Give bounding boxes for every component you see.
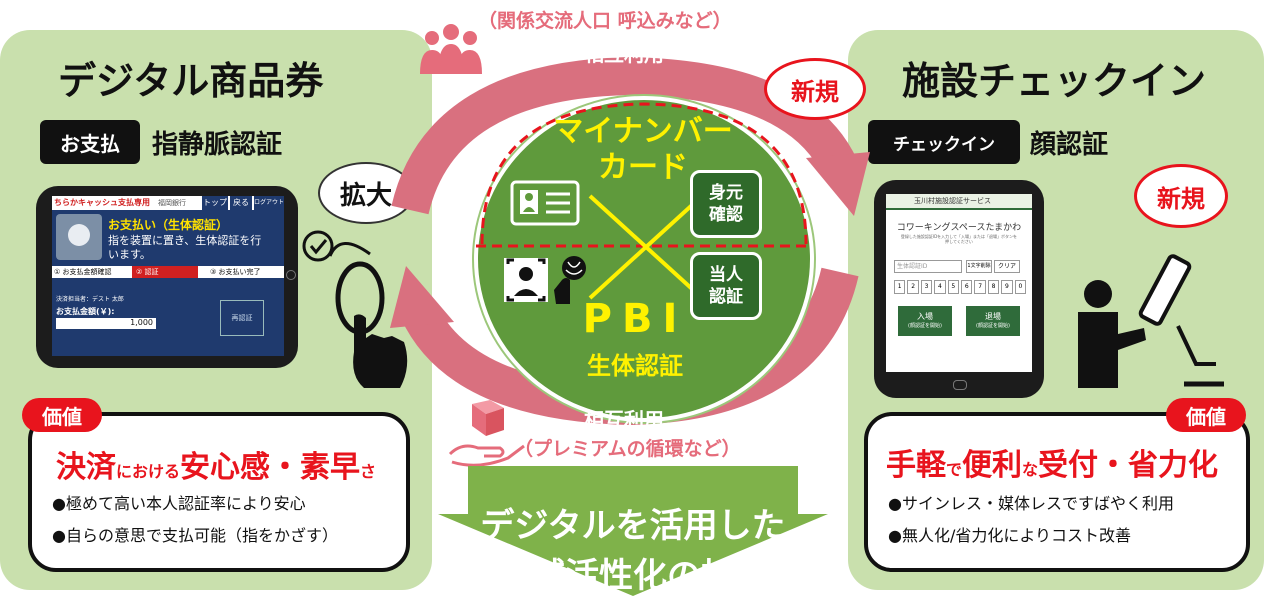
exit-button[interactable]: 退場 (顔認証を開始) xyxy=(966,306,1020,336)
right-title: 施設チェックイン xyxy=(902,59,1207,103)
checkin-tablet: 玉川村施設認証サービス コワーキングスペースたまかわ 登録した施設認証IDを入力… xyxy=(874,180,1044,398)
amount-label: お支払金額(￥): xyxy=(56,307,115,316)
panel-title: お支払い（生体認証） xyxy=(108,218,229,232)
delete-char-button[interactable]: 1文字削除 xyxy=(966,260,992,273)
person-auth-label: 当人認証 xyxy=(709,265,743,307)
right-auth-label: 顔認証 xyxy=(1030,130,1109,160)
tablet-home-button[interactable] xyxy=(286,270,296,280)
key-5[interactable]: 5 xyxy=(947,280,960,294)
checkin-note: 登録した施設認証IDを入力して「入場」または「退場」ボタンを押してください xyxy=(900,234,1018,244)
right-headline: 手軽で便利な受付・省力化 xyxy=(886,448,1219,483)
right-value-pill: 価値 xyxy=(1166,398,1246,432)
checkin-screen: 玉川村施設認証サービス コワーキングスペースたまかわ 登録した施設認証IDを入力… xyxy=(886,194,1032,372)
screen-header-text: ちらかキャッシュ支払専用 xyxy=(54,198,150,207)
user-line: 決済担当者：デスト 太郎 xyxy=(56,296,124,303)
step-1: ① お支払金額確認 xyxy=(54,268,112,276)
key-7[interactable]: 7 xyxy=(974,280,986,294)
id-input[interactable]: 生体認証ID xyxy=(894,260,962,273)
retry-button[interactable]: 再認証 xyxy=(220,300,264,336)
key-4[interactable]: 4 xyxy=(934,280,946,294)
down-arrow-banner xyxy=(438,466,828,596)
top-sub-note: （関係交流人口 呼込みなど） xyxy=(478,10,732,32)
expand-bubble-label: 拡大 xyxy=(339,180,392,211)
right-new-bubble: 新規 xyxy=(1134,164,1228,228)
circle-divider xyxy=(476,102,812,300)
left-chip: お支払 xyxy=(40,120,140,164)
key-8[interactable]: 8 xyxy=(987,280,1000,294)
key-0[interactable]: 0 xyxy=(1014,280,1027,294)
step-3: ③ お支払い完了 xyxy=(210,268,261,276)
key-2[interactable]: 2 xyxy=(907,280,919,294)
nav-top-button[interactable]: トップ xyxy=(202,196,228,210)
nav-back-button[interactable]: 戻る xyxy=(230,196,252,210)
top-mutual-use: 相互利用 xyxy=(584,42,664,66)
left-title: デジタル商品券 xyxy=(58,59,324,103)
person-auth-box: 当人認証 xyxy=(690,252,762,320)
footer-line2: 地域活性化の加速 xyxy=(497,556,769,596)
screen-brand: 福岡銀行 xyxy=(158,199,186,207)
gift-box-hand-icon xyxy=(448,400,525,467)
amount-value: 1,000 xyxy=(130,318,153,327)
left-value-pill: 価値 xyxy=(22,398,102,432)
pbi-label: PBI xyxy=(582,296,688,342)
enter-button[interactable]: 入場 (顔認証を開始) xyxy=(898,306,952,336)
id-card-icon xyxy=(510,180,580,226)
amount-field: 1,000 xyxy=(56,318,156,329)
bio-auth-label: 生体認証 xyxy=(587,352,683,380)
mynumber-line2: カード xyxy=(598,150,688,185)
step-bar: ① お支払金額確認 ② 認証 ③ お支払い完了 xyxy=(52,266,284,278)
exit-sub: (顔認証を開始) xyxy=(976,323,1010,329)
footer-line1: デジタルを活用した xyxy=(480,506,786,546)
right-chip: チェックイン xyxy=(868,120,1020,164)
left-bullet-1: ●極めて高い本人認証率により安心 xyxy=(52,494,306,513)
left-auth-label: 指静脈認証 xyxy=(152,130,283,160)
step-2: ② 認証 xyxy=(132,266,198,278)
key-6[interactable]: 6 xyxy=(961,280,973,294)
key-9[interactable]: 9 xyxy=(1001,280,1013,294)
enter-sub: (顔認証を開始) xyxy=(908,323,942,329)
people-group-icon xyxy=(420,24,482,74)
finger-photo xyxy=(56,214,102,260)
checkin-title: コワーキングスペースたまかわ xyxy=(896,223,1022,233)
payment-tablet: ちらかキャッシュ支払専用 福岡銀行 トップ 戻る ログアウト お支払い（生体認証… xyxy=(36,186,298,368)
right-new-label: 新規 xyxy=(1157,184,1205,213)
bottom-sub-note: （プレミアムの循環など） xyxy=(514,438,741,460)
panel-instruction: 指を装置に置き、生体認証を行います。 xyxy=(108,234,262,261)
right-value-box xyxy=(864,412,1250,572)
checkin-home-button[interactable] xyxy=(953,380,967,390)
enter-label: 入場 xyxy=(917,312,933,321)
face-and-finger-scan-icon xyxy=(504,256,586,304)
left-value-box xyxy=(28,412,410,572)
checkin-header: 玉川村施設認証サービス xyxy=(886,194,1032,210)
exit-label: 退場 xyxy=(985,312,1001,321)
center-new-bubble: 新規 xyxy=(764,58,866,120)
keypad: 1 2 3 4 5 6 7 8 9 0 xyxy=(894,280,1027,294)
payment-screen: ちらかキャッシュ支払専用 福岡銀行 トップ 戻る ログアウト お支払い（生体認証… xyxy=(52,196,284,356)
center-new-label: 新規 xyxy=(791,77,839,106)
nav-logout-button[interactable]: ログアウト xyxy=(254,196,284,210)
identity-box: 身元確認 xyxy=(690,170,762,238)
screen-header: ちらかキャッシュ支払専用 福岡銀行 トップ 戻る ログアウト xyxy=(52,196,284,210)
face-scan-person-icon xyxy=(1078,254,1224,388)
right-bullet-2: ●無人化/省力化によりコスト改善 xyxy=(888,526,1132,545)
key-3[interactable]: 3 xyxy=(920,280,933,294)
checkin-header-text: 玉川村施設認証サービス xyxy=(914,197,991,205)
identity-label: 身元確認 xyxy=(709,183,743,225)
clear-button[interactable]: クリア xyxy=(994,260,1020,273)
mynumber-line1: マイナンバー xyxy=(553,114,733,149)
key-1[interactable]: 1 xyxy=(894,280,906,294)
bottom-mutual-use: 相互利用 xyxy=(584,408,664,432)
right-bullet-1: ●サインレス・媒体レスですばやく利用 xyxy=(888,494,1174,513)
left-headline: 決済における安心感・素早さ xyxy=(56,450,377,485)
left-bullet-2: ●自らの意思で支払可能（指をかざす） xyxy=(52,526,338,545)
finger-reader-icon xyxy=(302,230,408,388)
